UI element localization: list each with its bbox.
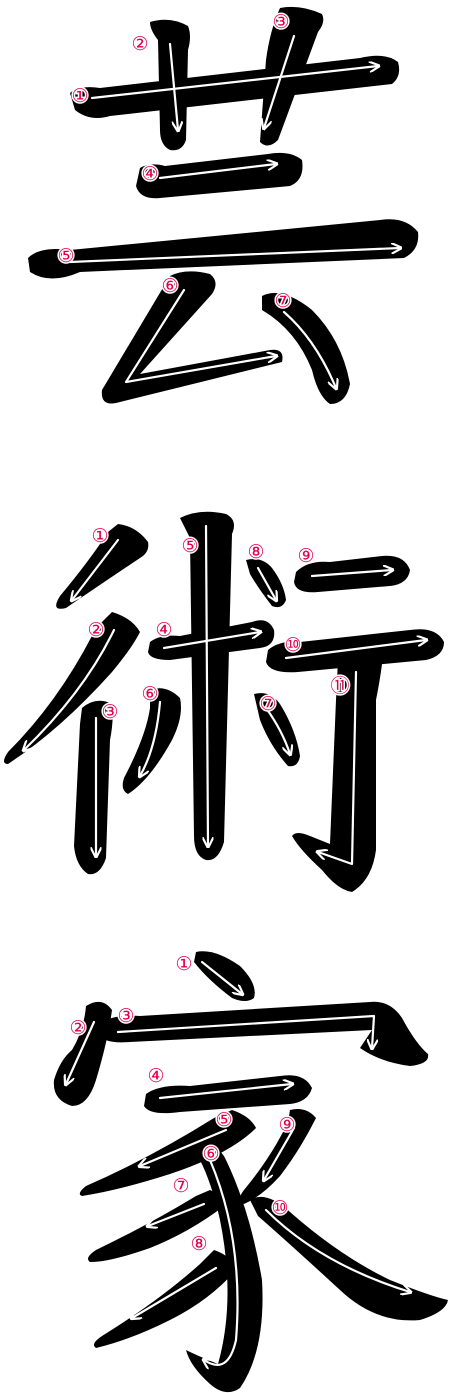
stroke-7 (262, 293, 350, 404)
order-number: ⑤ (215, 1109, 232, 1131)
stroke-1 (70, 55, 400, 118)
stroke-6 (186, 1142, 263, 1393)
stroke-1 (56, 524, 149, 609)
stroke-6 (101, 271, 283, 404)
stroke-5 (28, 219, 419, 279)
stroke-4 (136, 152, 303, 199)
order-number: ② (131, 33, 148, 55)
order-number: ① (71, 85, 88, 107)
order-number: ⑧ (190, 1233, 207, 1255)
order-number: ⑩ (284, 634, 301, 656)
stroke-10 (250, 1196, 448, 1321)
stroke-2 (4, 612, 140, 764)
order-number: ③ (272, 11, 289, 33)
order-number: ⑥ (161, 275, 178, 297)
order-number: ④ (141, 163, 158, 185)
stroke-4 (144, 1075, 312, 1114)
stroke-6 (122, 688, 181, 794)
order-number: ⑦ (259, 693, 276, 715)
order-number: ⑩ (271, 1197, 288, 1219)
order-number: ⑤ (181, 535, 198, 557)
order-number: ⑦ (274, 290, 291, 312)
order-number: ④ (147, 1065, 164, 1087)
order-number: ⑨ (297, 545, 314, 567)
order-number: ⑨ (278, 1114, 295, 1136)
order-number: ⑥ (141, 683, 158, 705)
stroke-10 (266, 629, 444, 673)
character-jutsu: ① ② ③ ④ ⑤ ⑥ ⑦ ⑧ ⑨ ⑩ ⑪ (4, 511, 444, 892)
stroke-3 (74, 700, 113, 875)
order-number: ① (175, 953, 192, 975)
stroke-1 (194, 951, 255, 1001)
stroke-2 (150, 19, 190, 151)
order-number: ① (91, 525, 108, 547)
character-gei: ① ② ③ ④ ⑤ ⑥ ⑦ (28, 6, 419, 404)
character-ka: ① ② ③ ④ ⑤ ⑥ ⑦ ⑧ ⑨ ⑩ (53, 951, 448, 1393)
order-number: ⑪ (330, 675, 349, 697)
order-number: ③ (117, 1005, 134, 1027)
order-number: ⑤ (57, 245, 74, 267)
order-number: ⑧ (247, 541, 264, 563)
stroke-11 (292, 655, 382, 892)
stroke-3 (100, 1001, 429, 1066)
order-number: ② (87, 619, 104, 641)
order-number: ⑥ (202, 1143, 219, 1165)
order-number: ③ (101, 701, 118, 723)
order-number: ⑦ (172, 1175, 189, 1197)
order-number: ④ (155, 619, 172, 641)
order-number: ② (69, 1017, 86, 1039)
stroke-5 (79, 1110, 256, 1196)
